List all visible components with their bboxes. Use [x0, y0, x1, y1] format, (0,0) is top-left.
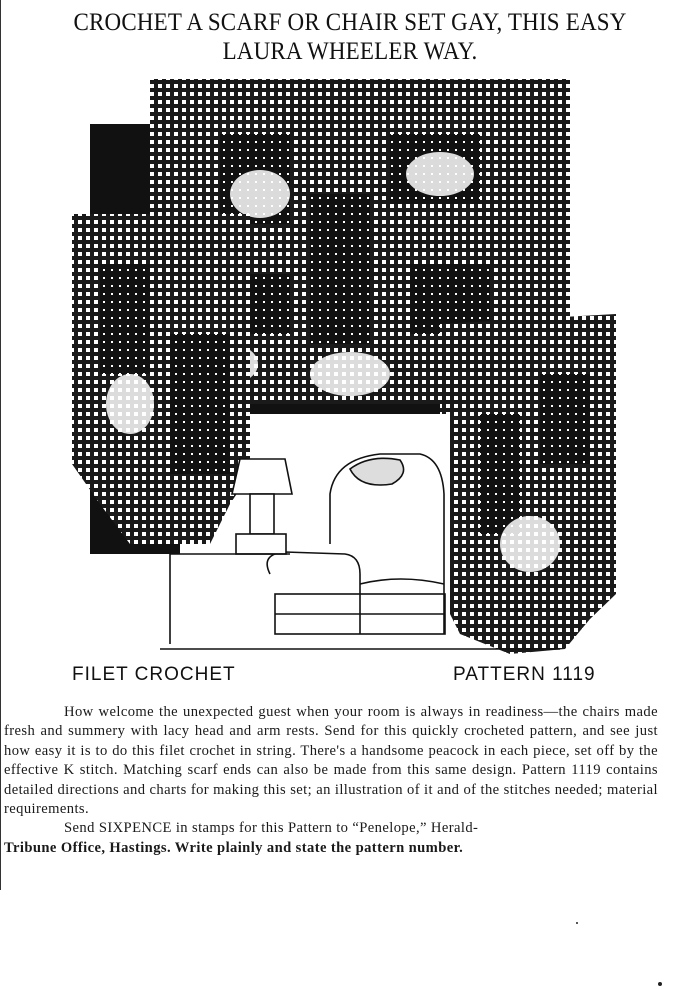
- filet-crochet-illustration: [72, 79, 616, 654]
- caption-filet-crochet: FILET CROCHET: [72, 664, 236, 685]
- article-paragraph: How welcome the unexpected guest when yo…: [4, 704, 658, 818]
- headline: CROCHET A SCARF OR CHAIR SET GAY, THIS E…: [73, 9, 627, 65]
- armchair-vignette: [160, 414, 560, 654]
- left-crochet-piece: [72, 214, 250, 544]
- print-speck: [576, 922, 578, 924]
- article-body: How welcome the unexpected guest when yo…: [4, 703, 658, 858]
- ordering-line: Send SIXPENCE in stamps for this Pattern…: [64, 820, 479, 837]
- right-crochet-piece: [440, 314, 616, 654]
- caption-pattern-number: PATTERN 1119: [453, 664, 596, 685]
- page-edge-rule: [0, 0, 1, 890]
- print-speck: [658, 982, 662, 986]
- ordering-address-line: Tribune Office, Hastings. Write plainly …: [4, 839, 464, 856]
